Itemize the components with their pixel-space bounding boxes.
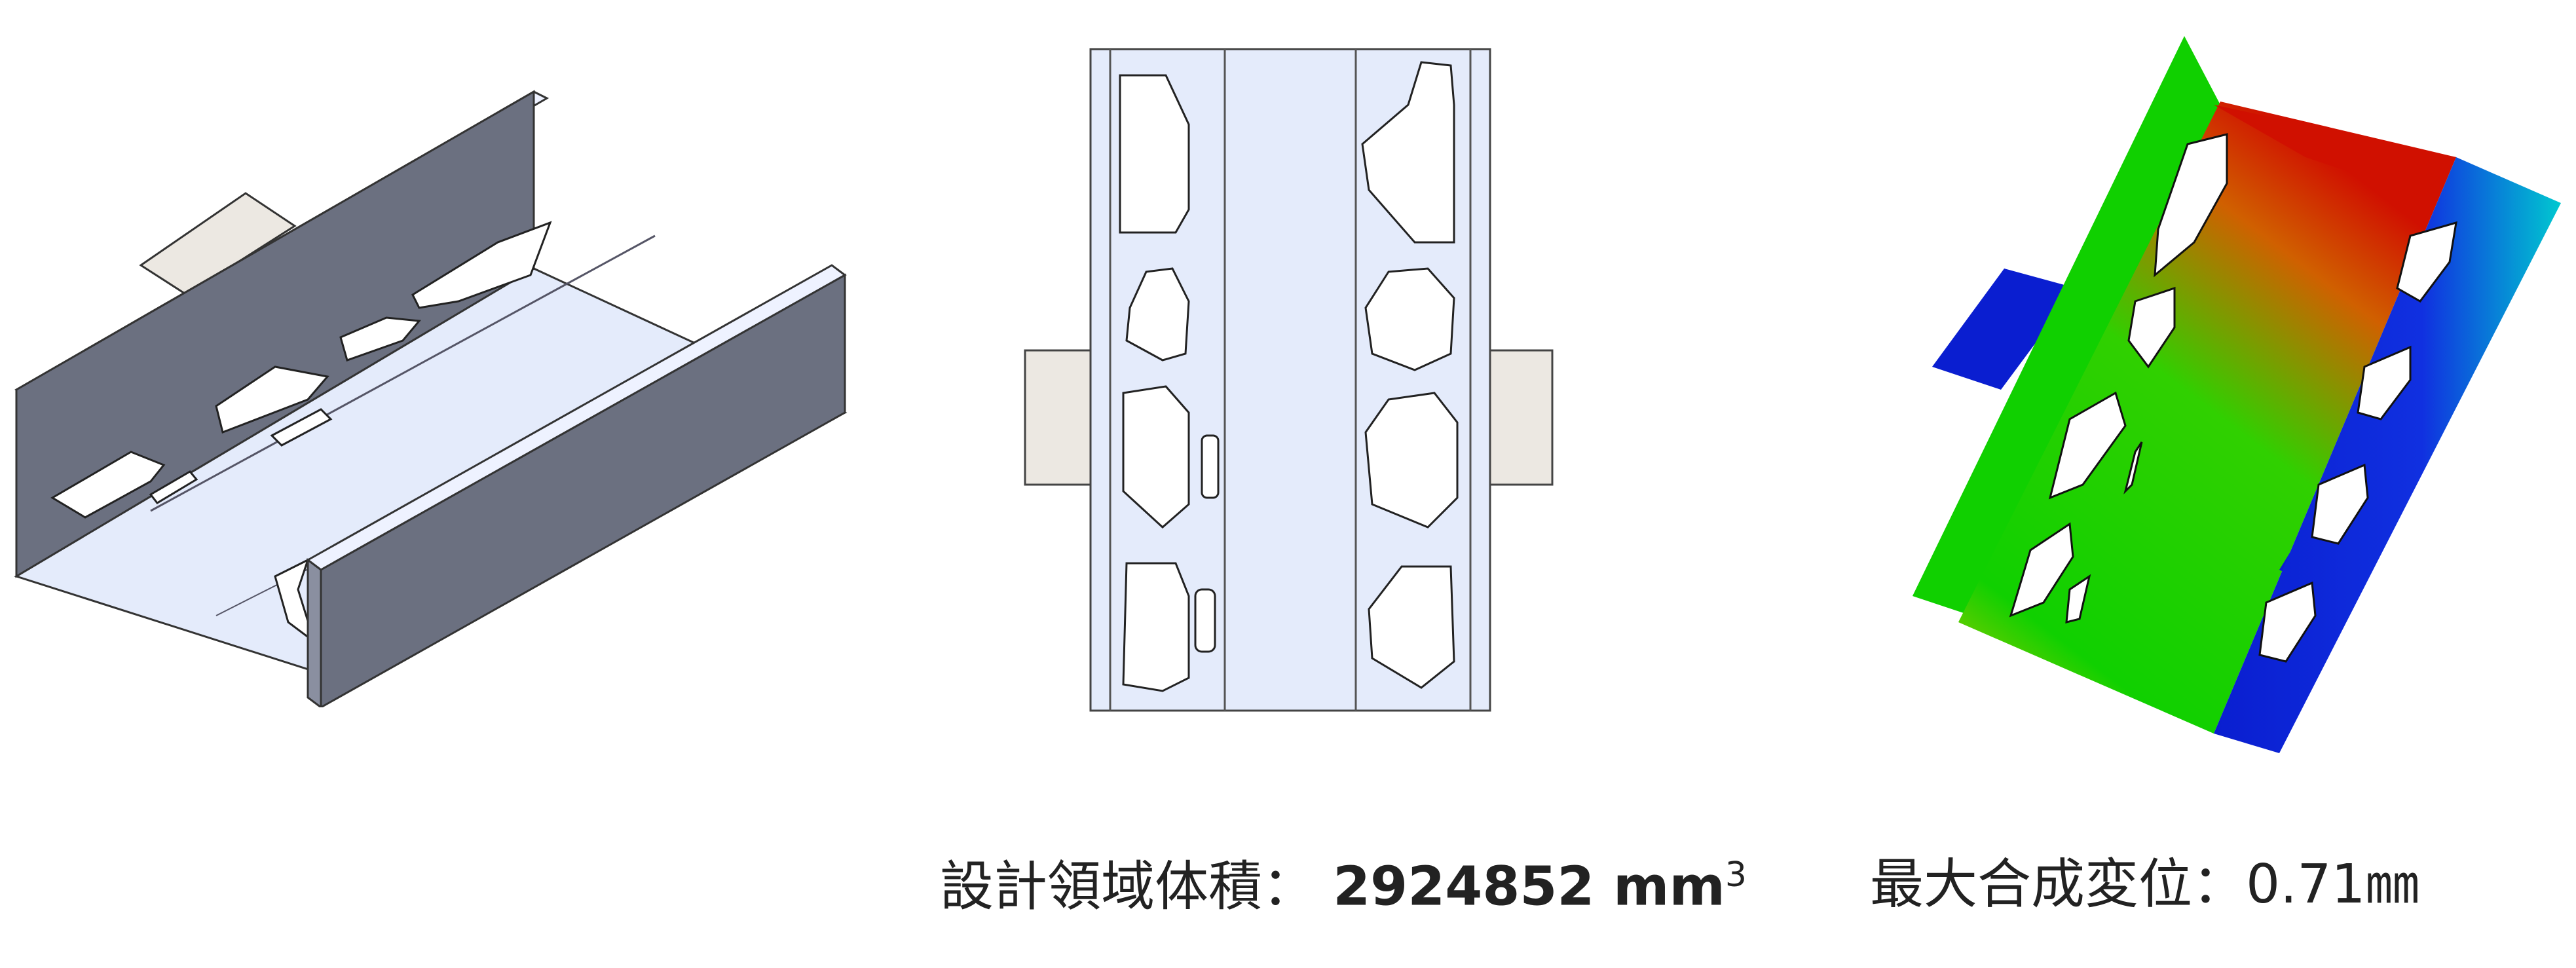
design-volume-caption: 設計領域体積： 2924852 mm3: [940, 858, 1747, 914]
top-view: [1015, 46, 1565, 720]
hole: [411, 221, 552, 309]
displacement-contour-view: [1913, 26, 2567, 766]
left-mounting-tab: [139, 192, 297, 296]
isometric-view: [0, 79, 865, 707]
max-displacement-caption: 最大合成変位：0.71㎜: [1870, 858, 2419, 912]
hole: [2357, 345, 2412, 420]
slot: [1201, 434, 1220, 499]
hole: [270, 408, 333, 447]
design-volume-unit-exponent: 3: [1725, 855, 1747, 895]
slot: [1194, 588, 1216, 653]
design-volume-value: 2924852 mm: [1333, 855, 1725, 918]
back-wall: [1913, 36, 2220, 616]
hole: [1364, 267, 1455, 371]
hole: [274, 558, 316, 644]
design-volume-label: 設計領域体積：: [940, 855, 1316, 918]
hole: [2123, 441, 2143, 494]
hole: [2009, 522, 2074, 618]
hole: [2396, 221, 2457, 303]
hole: [2048, 391, 2127, 500]
left-tab: [1024, 349, 1092, 486]
hole: [2127, 286, 2176, 369]
hole: [339, 316, 421, 362]
max-displacement-value: 0.71㎜: [2246, 853, 2419, 916]
base-plate: [1958, 102, 2456, 734]
hole: [2154, 133, 2228, 278]
left-tab: [1932, 269, 2076, 390]
hole: [215, 365, 329, 434]
hole: [2311, 463, 2369, 545]
hole: [149, 470, 198, 504]
right-tab: [1485, 349, 1554, 486]
max-displacement-label: 最大合成変位：: [1870, 853, 2247, 916]
hole: [1122, 562, 1190, 692]
hole: [1364, 392, 1459, 529]
hole: [1361, 61, 1455, 244]
hole: [50, 451, 166, 519]
hole: [1125, 267, 1190, 362]
hole: [2065, 574, 2091, 624]
hole: [1122, 385, 1190, 529]
hole: [2258, 581, 2317, 663]
hole: [1119, 74, 1190, 234]
hole: [1368, 565, 1455, 689]
